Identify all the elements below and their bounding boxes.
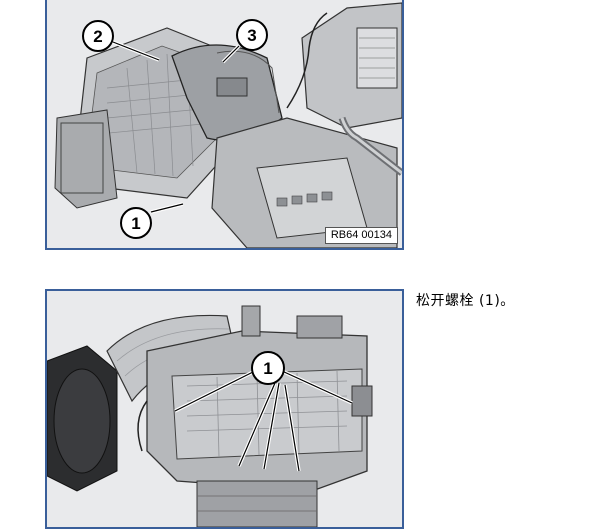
- svg-text:2: 2: [93, 27, 102, 46]
- callout-1: 1: [251, 351, 285, 385]
- heater-housing-side-illustration: 1: [47, 305, 373, 527]
- figure-heater-housing-side: 1: [45, 289, 404, 529]
- callout-3: 3: [236, 19, 268, 51]
- svg-text:1: 1: [263, 359, 272, 378]
- heater-housing-illustration: 2 3 1: [54, 2, 402, 248]
- svg-text:1: 1: [131, 214, 140, 233]
- callout-1: 1: [120, 207, 152, 239]
- instruction-text: 松开螺栓 (1)。: [416, 293, 515, 309]
- callout-2: 2: [82, 20, 114, 52]
- figure-heater-housing-top: 2 3 1 RB64 00134: [45, 0, 404, 250]
- svg-text:3: 3: [247, 26, 256, 45]
- figure-code-label: RB64 00134: [324, 227, 398, 244]
